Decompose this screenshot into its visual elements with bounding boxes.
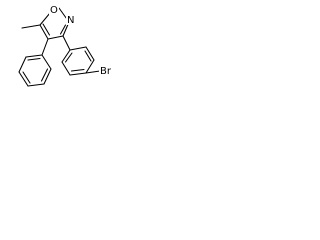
bond-c5-o: [39, 12, 51, 26]
bond-ar2-ar3-inner: [84, 50, 92, 62]
atom-label-bromine: Br: [100, 66, 112, 77]
bond-n-c3-inner: [59, 24, 67, 35]
bond-ph3-ph4: [18, 71, 29, 87]
atom-label-oxygen: O: [50, 5, 58, 16]
bond-ph1-ph2: [25, 54, 43, 58]
molecule-structure: O N Br: [18, 3, 116, 87]
bond-c4-ph1: [41, 38, 49, 56]
bond-ph4-ph5: [27, 83, 45, 87]
bromophenyl-ring: [61, 35, 95, 76]
bond-c4-c5-inner: [42, 23, 51, 36]
bond-ar4-ar5-inner: [70, 68, 85, 72]
bond-ar2-ar3: [85, 46, 95, 61]
bond-ar4-br: [85, 70, 101, 74]
bond-ar6-ar1-inner: [64, 52, 73, 63]
bond-c5-methyl: [21, 24, 41, 29]
bond-c3-c4: [47, 35, 64, 40]
bond-ph5-ph6-inner: [40, 68, 49, 82]
bond-ar5-ar6: [61, 61, 71, 76]
bond-ph3-ph4-inner: [22, 71, 31, 84]
bond-c3-ar1: [62, 35, 71, 51]
atom-oxygen: O: [49, 3, 59, 16]
bond-ar4-ar5: [69, 72, 87, 76]
bond-ar6-ar1: [61, 49, 71, 63]
phenyl-ring: [18, 38, 52, 87]
bond-ar3-ar4: [85, 59, 95, 74]
bond-ph2-ph3: [18, 56, 27, 73]
bond-ph5-ph6: [43, 68, 52, 85]
bond-c4-c5: [39, 24, 49, 40]
atom-bromine: Br: [99, 64, 116, 77]
atom-label-nitrogen: N: [67, 15, 74, 26]
atom-nitrogen: N: [66, 13, 75, 26]
structure-canvas: O N Br: [0, 0, 131, 99]
bond-ar1-ar2: [69, 46, 87, 51]
bond-ph1-ph2-inner: [27, 57, 41, 61]
bond-ph6-ph1: [41, 54, 52, 70]
